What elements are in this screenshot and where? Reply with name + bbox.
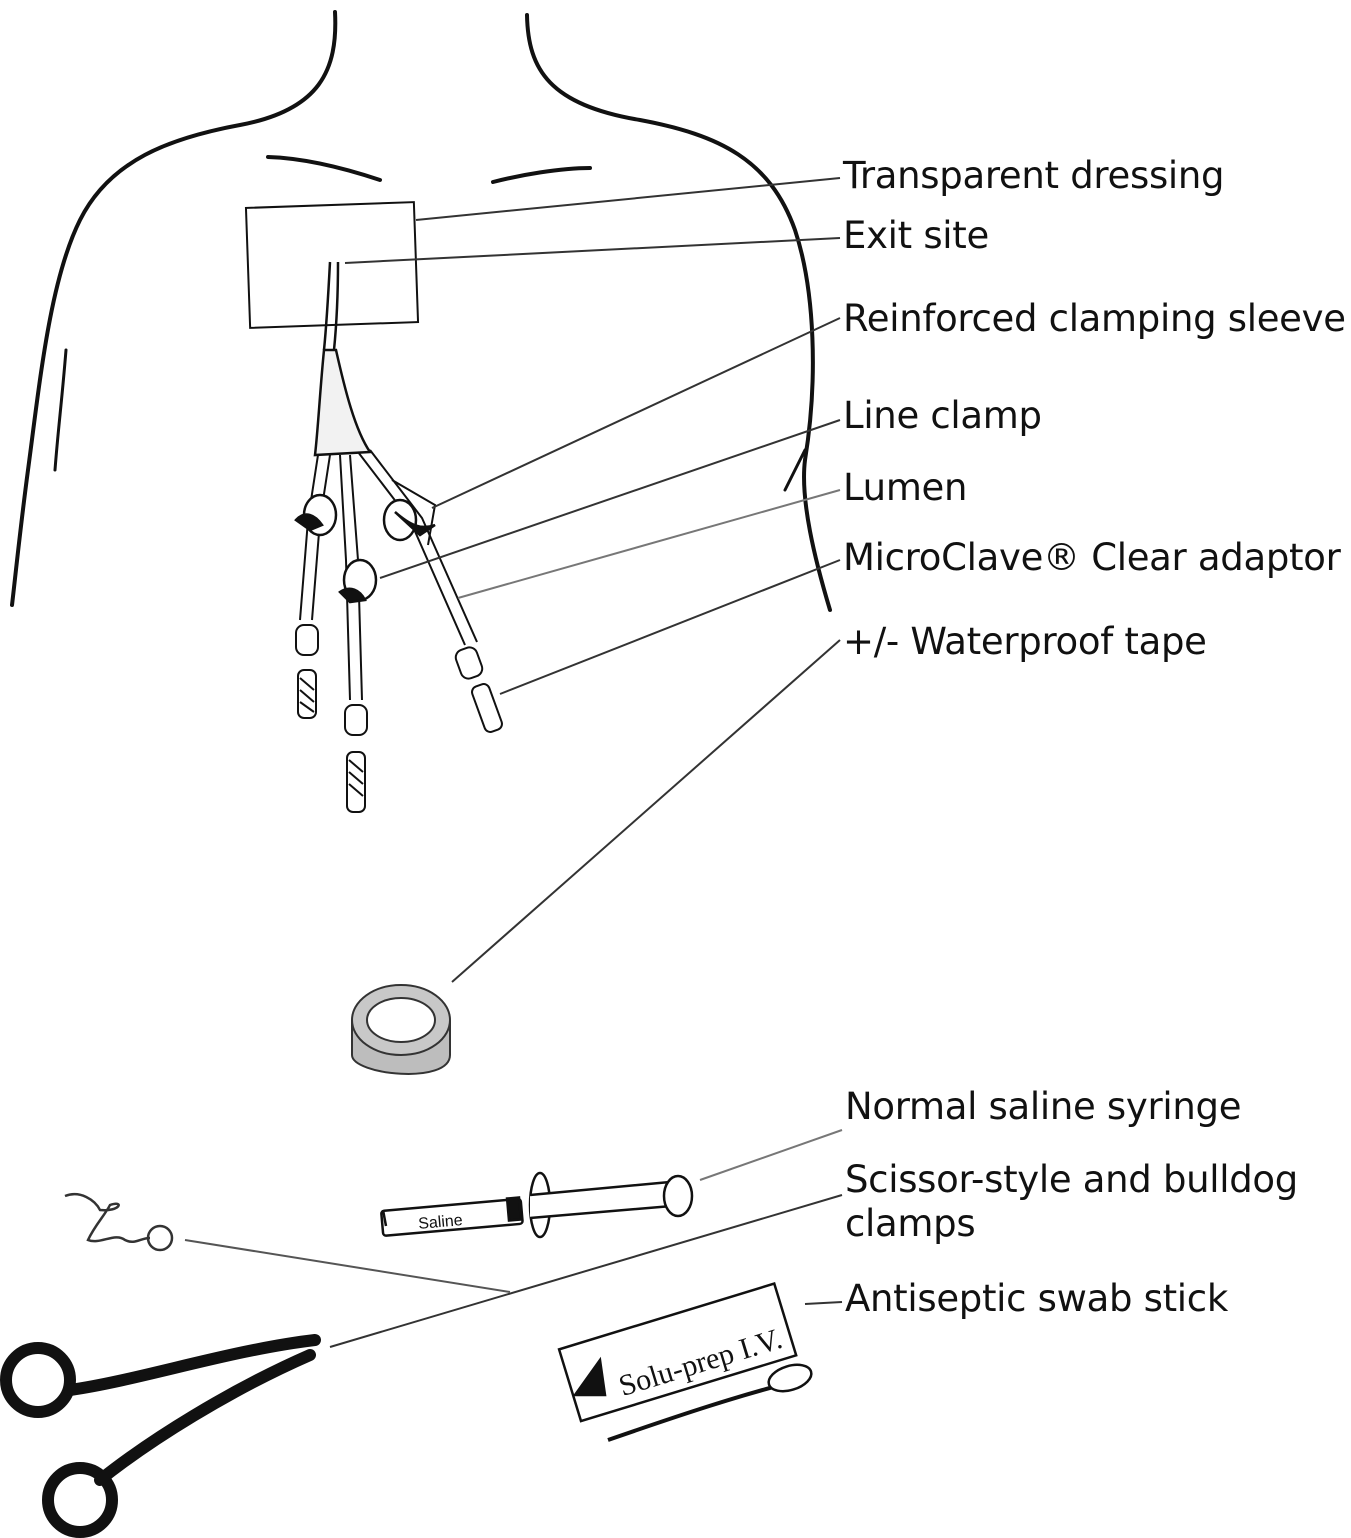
leader-bulldog — [185, 1240, 510, 1292]
leader-swab — [805, 1302, 842, 1304]
label-microclave-adaptor: MicroClave® Clear adaptor — [843, 536, 1341, 580]
bulldog-clamp — [65, 1194, 172, 1250]
catheter — [315, 262, 370, 455]
leader-lines — [185, 178, 842, 1347]
scissor-clamp — [6, 1340, 315, 1532]
tape-roll — [352, 985, 450, 1074]
label-scissor-bulldog-clamps: Scissor-style and bulldog clamps — [845, 1158, 1325, 1245]
label-transparent-dressing: Transparent dressing — [843, 154, 1224, 198]
clavicles — [268, 157, 590, 182]
label-line-clamp: Line clamp — [843, 394, 1042, 438]
leader-sleeve — [432, 318, 840, 508]
leader-tape — [452, 640, 840, 982]
label-exit-site: Exit site — [843, 214, 989, 258]
torso-outline — [12, 12, 830, 610]
leader-exit — [345, 238, 840, 263]
label-lumen: Lumen — [843, 466, 967, 510]
microclave-adaptors — [296, 625, 504, 812]
leader-transparent — [416, 178, 840, 220]
leader-microclave — [500, 560, 840, 694]
leader-syringe — [700, 1130, 842, 1180]
label-waterproof-tape: +/- Waterproof tape — [843, 620, 1207, 664]
label-normal-saline-syringe: Normal saline syringe — [845, 1085, 1241, 1129]
dressing-rect — [246, 202, 418, 328]
label-antiseptic-swab-stick: Antiseptic swab stick — [845, 1277, 1228, 1321]
label-reinforced-clamping-sleeve: Reinforced clamping sleeve — [843, 297, 1346, 341]
